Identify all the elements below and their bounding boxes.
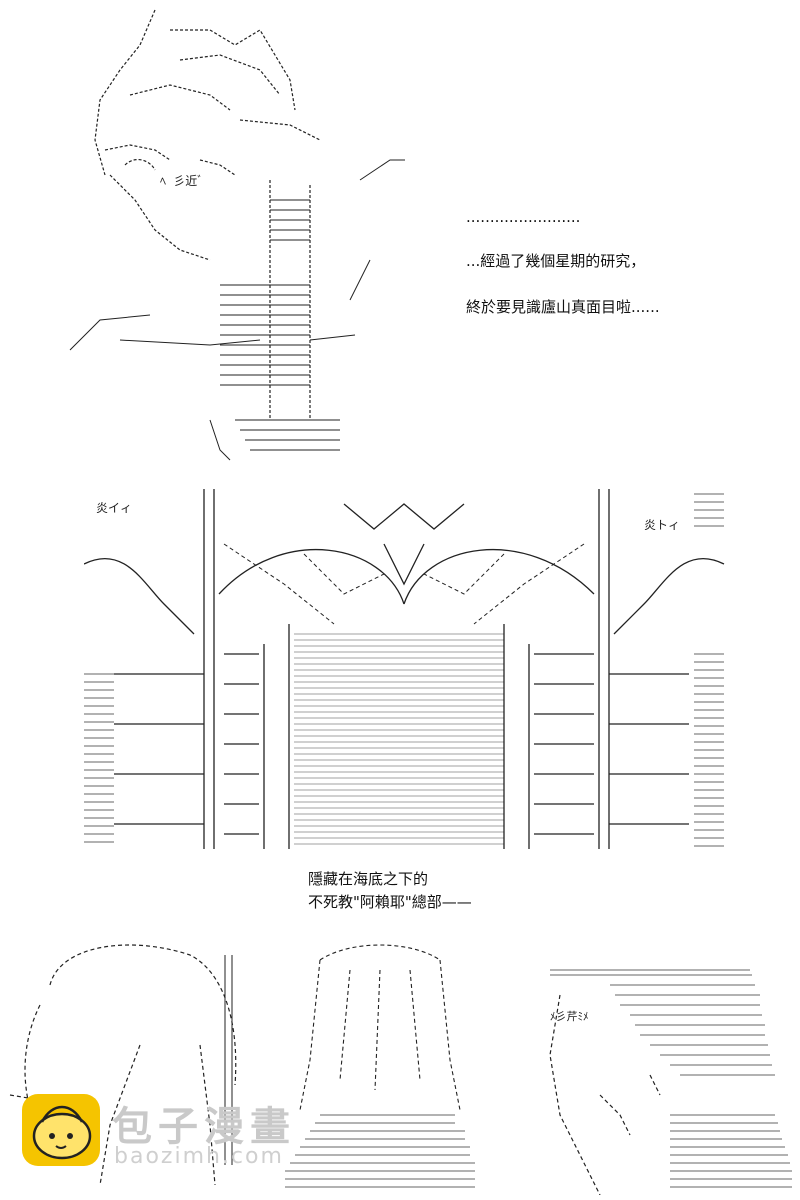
bottom-right-drawing: ﾒ彡芹ﾐﾒ bbox=[549, 969, 792, 1195]
figure-art-drawing: ﾍ 彡近ﾞ bbox=[69, 9, 405, 461]
caption-dots: ........................ bbox=[466, 208, 581, 226]
panel-figure-art: ﾍ 彡近ﾞ bbox=[60, 0, 440, 470]
hall-left-glyphs: 炎イィ bbox=[96, 501, 132, 515]
face-glyphs: ﾍ 彡近ﾞ bbox=[160, 174, 203, 188]
thinker-glyphs: ﾒ彡芹ﾐﾒ bbox=[550, 1010, 589, 1023]
hall-art-drawing: 炎イィ 炎トィ bbox=[84, 489, 725, 849]
hall-right-glyphs: 炎トィ bbox=[644, 518, 680, 532]
watermark-url: baozimh.com bbox=[114, 1144, 284, 1169]
caption-see-true-face: 終於要見識廬山真面目啦...... bbox=[466, 298, 660, 316]
caption-weeks-research: ...經過了幾個星期的研究， bbox=[466, 252, 646, 270]
caption-under-seabed: 隱藏在海底之下的 bbox=[308, 870, 429, 888]
baozi-logo bbox=[22, 1094, 100, 1166]
panel-bottom-middle-art bbox=[280, 940, 480, 1195]
panel-hall-art: 炎イィ 炎トィ bbox=[84, 484, 729, 854]
bottom-middle-drawing bbox=[285, 944, 475, 1188]
watermark-title: 包子漫畫 bbox=[112, 1104, 296, 1150]
caption-alaya-headquarters: 不死教"阿賴耶"總部—— bbox=[308, 893, 472, 911]
panel-bottom-right-art: ﾒ彡芹ﾐﾒ bbox=[520, 965, 795, 1195]
